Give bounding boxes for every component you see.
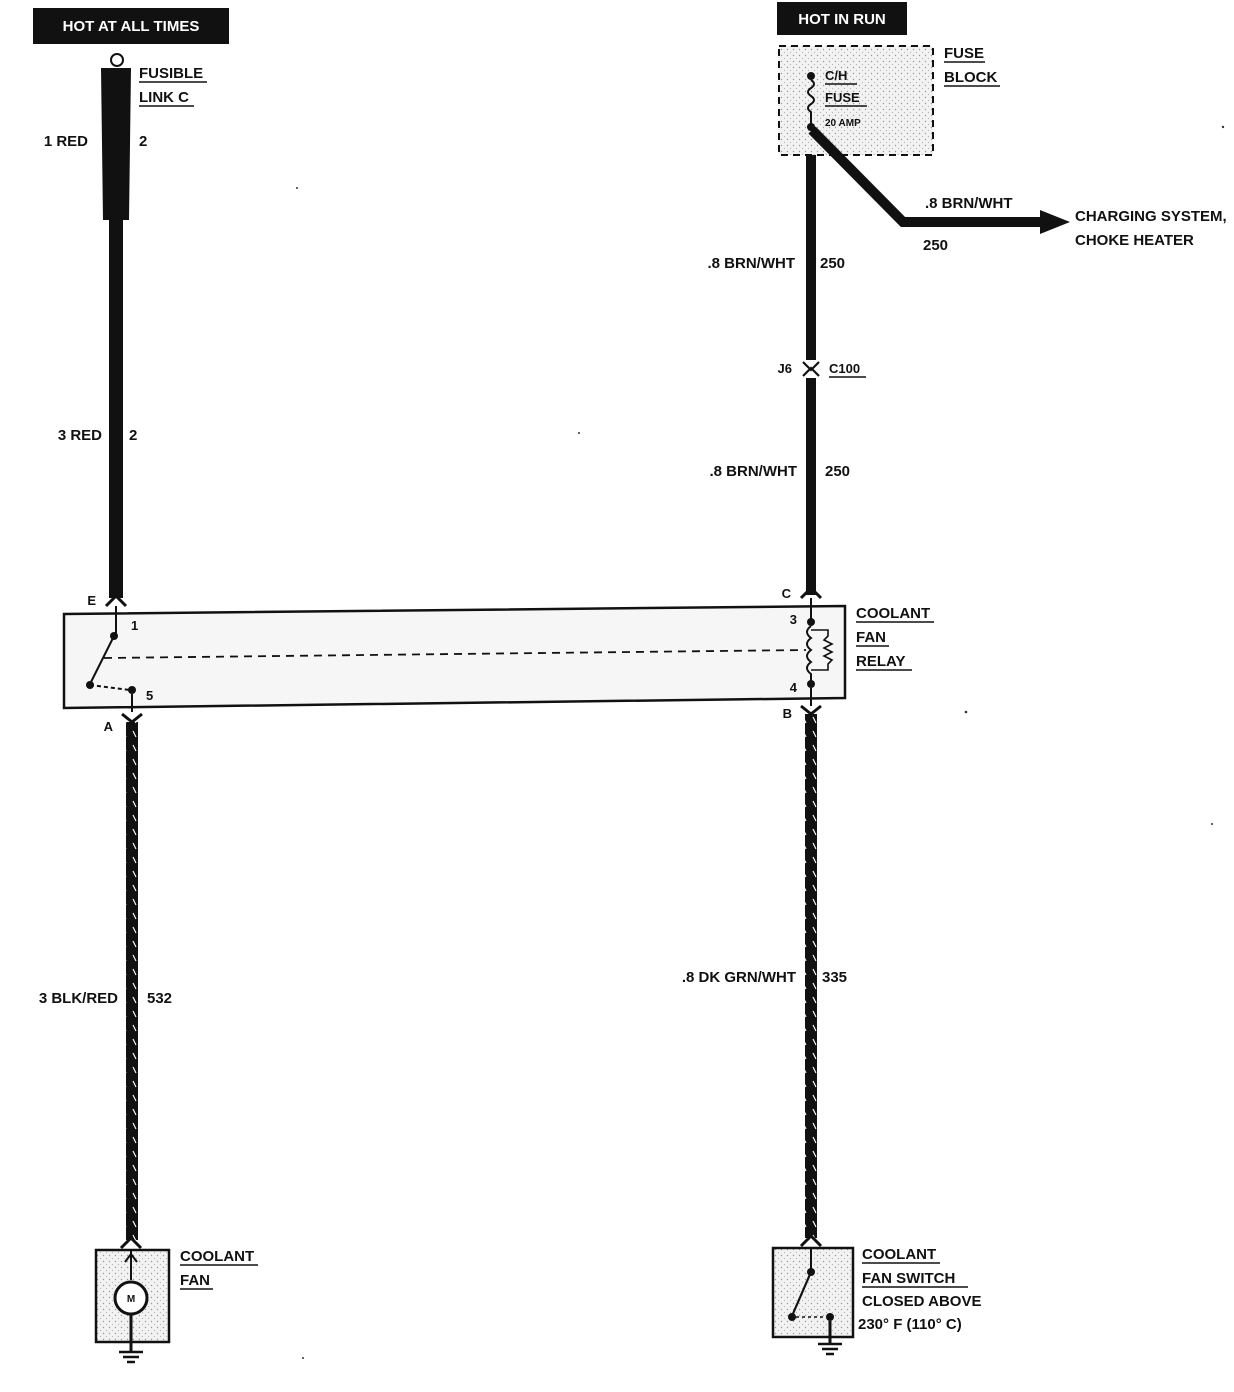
left-upper-wire-label: 3 RED <box>58 427 102 444</box>
scan-specks <box>296 125 1225 1359</box>
right-upper-wire-2-label: .8 BRN/WHT <box>710 463 798 480</box>
fuse-name-2: FUSE <box>825 90 860 105</box>
relay-pin-1: 1 <box>131 618 138 633</box>
right-upper-wire-1-label: .8 BRN/WHT <box>708 255 796 272</box>
fan-switch-label-1: COOLANT <box>862 1246 936 1263</box>
hot-at-all-times-label: HOT AT ALL TIMES <box>63 18 200 35</box>
relay-pin-3: 3 <box>790 612 797 627</box>
coolant-fan: M COOLANT FAN <box>94 1235 258 1364</box>
left-lower-wire-circuit: 532 <box>147 990 172 1007</box>
relay-terminal-b: B <box>783 706 792 721</box>
hot-at-all-times-banner: HOT AT ALL TIMES <box>33 8 229 44</box>
fuse-block-label-1: FUSE <box>944 45 984 62</box>
fusible-link: FUSIBLE LINK C 1 RED 2 <box>44 53 207 220</box>
right-lower-wire-label: .8 DK GRN/WHT <box>682 969 796 986</box>
charging-branch: .8 BRN/WHT 250 CHARGING SYSTEM, CHOKE HE… <box>808 126 1227 254</box>
branch-destination-1: CHARGING SYSTEM, <box>1075 208 1227 225</box>
fusible-link-label-1: FUSIBLE <box>139 65 203 82</box>
relay-terminal-c: C <box>782 586 792 601</box>
fusible-link-label-2: LINK C <box>139 89 189 106</box>
left-upper-wire-circuit: 2 <box>129 427 137 444</box>
right-upper-wire-2-circuit: 250 <box>825 463 850 480</box>
left-upper-wire: 3 RED 2 <box>58 220 137 598</box>
motor-symbol: M <box>127 1294 135 1305</box>
hot-in-run-banner: HOT IN RUN <box>777 2 907 35</box>
right-lower-wire: .8 DK GRN/WHT 335 <box>682 714 847 1238</box>
branch-destination-2: CHOKE HEATER <box>1075 232 1194 249</box>
coolant-fan-switch: COOLANT FAN SWITCH CLOSED ABOVE 230° F (… <box>771 1233 981 1356</box>
fuse-block-label-2: BLOCK <box>944 69 997 86</box>
c100-name-label: C100 <box>829 361 860 376</box>
fan-switch-label-3: CLOSED ABOVE <box>862 1293 981 1310</box>
right-lower-wire-circuit: 335 <box>822 969 847 986</box>
left-lower-wire-label: 3 BLK/RED <box>39 990 118 1007</box>
fuse-rating: 20 AMP <box>825 118 861 129</box>
fusible-link-wire-label: 1 RED <box>44 133 88 150</box>
coolant-fan-label-1: COOLANT <box>180 1248 254 1265</box>
relay-pin-5: 5 <box>146 688 153 703</box>
coolant-fan-label-2: FAN <box>180 1272 210 1289</box>
branch-wire-label: .8 BRN/WHT <box>925 195 1013 212</box>
fan-switch-label-2: FAN SWITCH <box>862 1270 955 1287</box>
fusible-link-circuit-label: 2 <box>139 133 147 150</box>
right-upper-wire-2: .8 BRN/WHT 250 <box>710 378 850 595</box>
relay-label-3: RELAY <box>856 653 905 670</box>
fan-switch-label-4: 230° F (110° C) <box>858 1316 962 1333</box>
relay-pin-4: 4 <box>790 680 798 695</box>
left-lower-wire: 3 BLK/RED 532 <box>39 722 172 1240</box>
relay-label-2: FAN <box>856 629 886 646</box>
relay-label-1: COOLANT <box>856 605 930 622</box>
connector-c100: J6 C100 <box>778 361 866 378</box>
hot-in-run-label: HOT IN RUN <box>798 11 886 28</box>
fuse-name-1: C/H <box>825 68 847 83</box>
coolant-fan-relay: E C 1 5 3 4 A B COOLANT FAN R <box>62 585 934 734</box>
branch-circuit-label: 250 <box>923 237 948 254</box>
fuse-block: C/H FUSE 20 AMP FUSE BLOCK <box>778 45 1000 156</box>
right-upper-wire-1-circuit: 250 <box>820 255 845 272</box>
relay-terminal-e: E <box>87 593 96 608</box>
right-upper-wire-1: .8 BRN/WHT 250 <box>708 155 845 360</box>
relay-terminal-a: A <box>104 719 114 734</box>
c100-pin-label: J6 <box>778 361 792 376</box>
